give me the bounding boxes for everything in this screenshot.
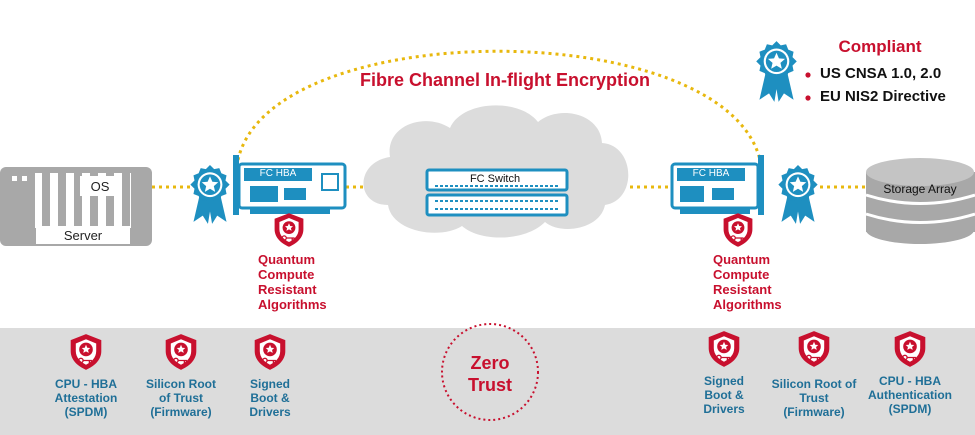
security-shield-icon [165,333,197,371]
security-shield-icon [894,330,926,368]
feature-label: CPU - HBA Authentication (SPDM) [868,374,952,416]
security-shield-icon [708,330,740,368]
diagram-title: Fibre Channel In-flight Encryption [360,70,650,90]
fc-switch-icon [425,168,569,217]
server-icon [0,167,152,246]
security-shield-icon [70,333,102,371]
fc-link-lines [152,49,866,189]
feature-label: CPU - HBA Attestation (SPDM) [54,377,118,419]
bullet-icon [805,95,811,101]
switch-label: FC Switch [469,173,521,185]
compliance-item: EU NIS2 Directive [820,88,946,105]
hba-label-right: FC HBA [692,168,730,179]
compliance-item: US CNSA 1.0, 2.0 [820,65,942,82]
feature-label: Signed Boot & Drivers [703,374,745,416]
storage-array-icon [865,158,975,244]
award-ribbon-icon [756,41,797,102]
feature-label: Signed Boot & Drivers [249,377,291,419]
security-shield-icon [273,212,305,248]
security-shield-icon [798,330,830,368]
feature-label: Silicon Root of Trust (Firmware) [146,377,216,419]
security-shield-icon [722,212,754,248]
qcr-label-right: Quantum Compute Resistant Algorithms [713,252,782,312]
qcr-label-left: Quantum Compute Resistant Algorithms [258,252,327,312]
encryption-arc [236,49,762,161]
award-ribbon-icon [778,165,818,224]
security-shield-icon [254,333,286,371]
compliance-heading: Compliant [838,37,922,56]
feature-label: Silicon Root of Trust (Firmware) [771,377,857,419]
server-label: Server [63,228,103,243]
fc-hba-card-right [670,155,764,215]
storage-label: Storage Array [883,182,957,196]
zero-trust-label: Zero Trust [467,353,512,395]
zero-trust-circle [441,323,539,421]
hba-label-left: FC HBA [259,168,297,179]
fc-hba-card-left [233,155,347,215]
award-ribbon-icon [190,165,230,224]
os-label: OS [90,179,110,194]
bullet-icon [805,72,811,78]
